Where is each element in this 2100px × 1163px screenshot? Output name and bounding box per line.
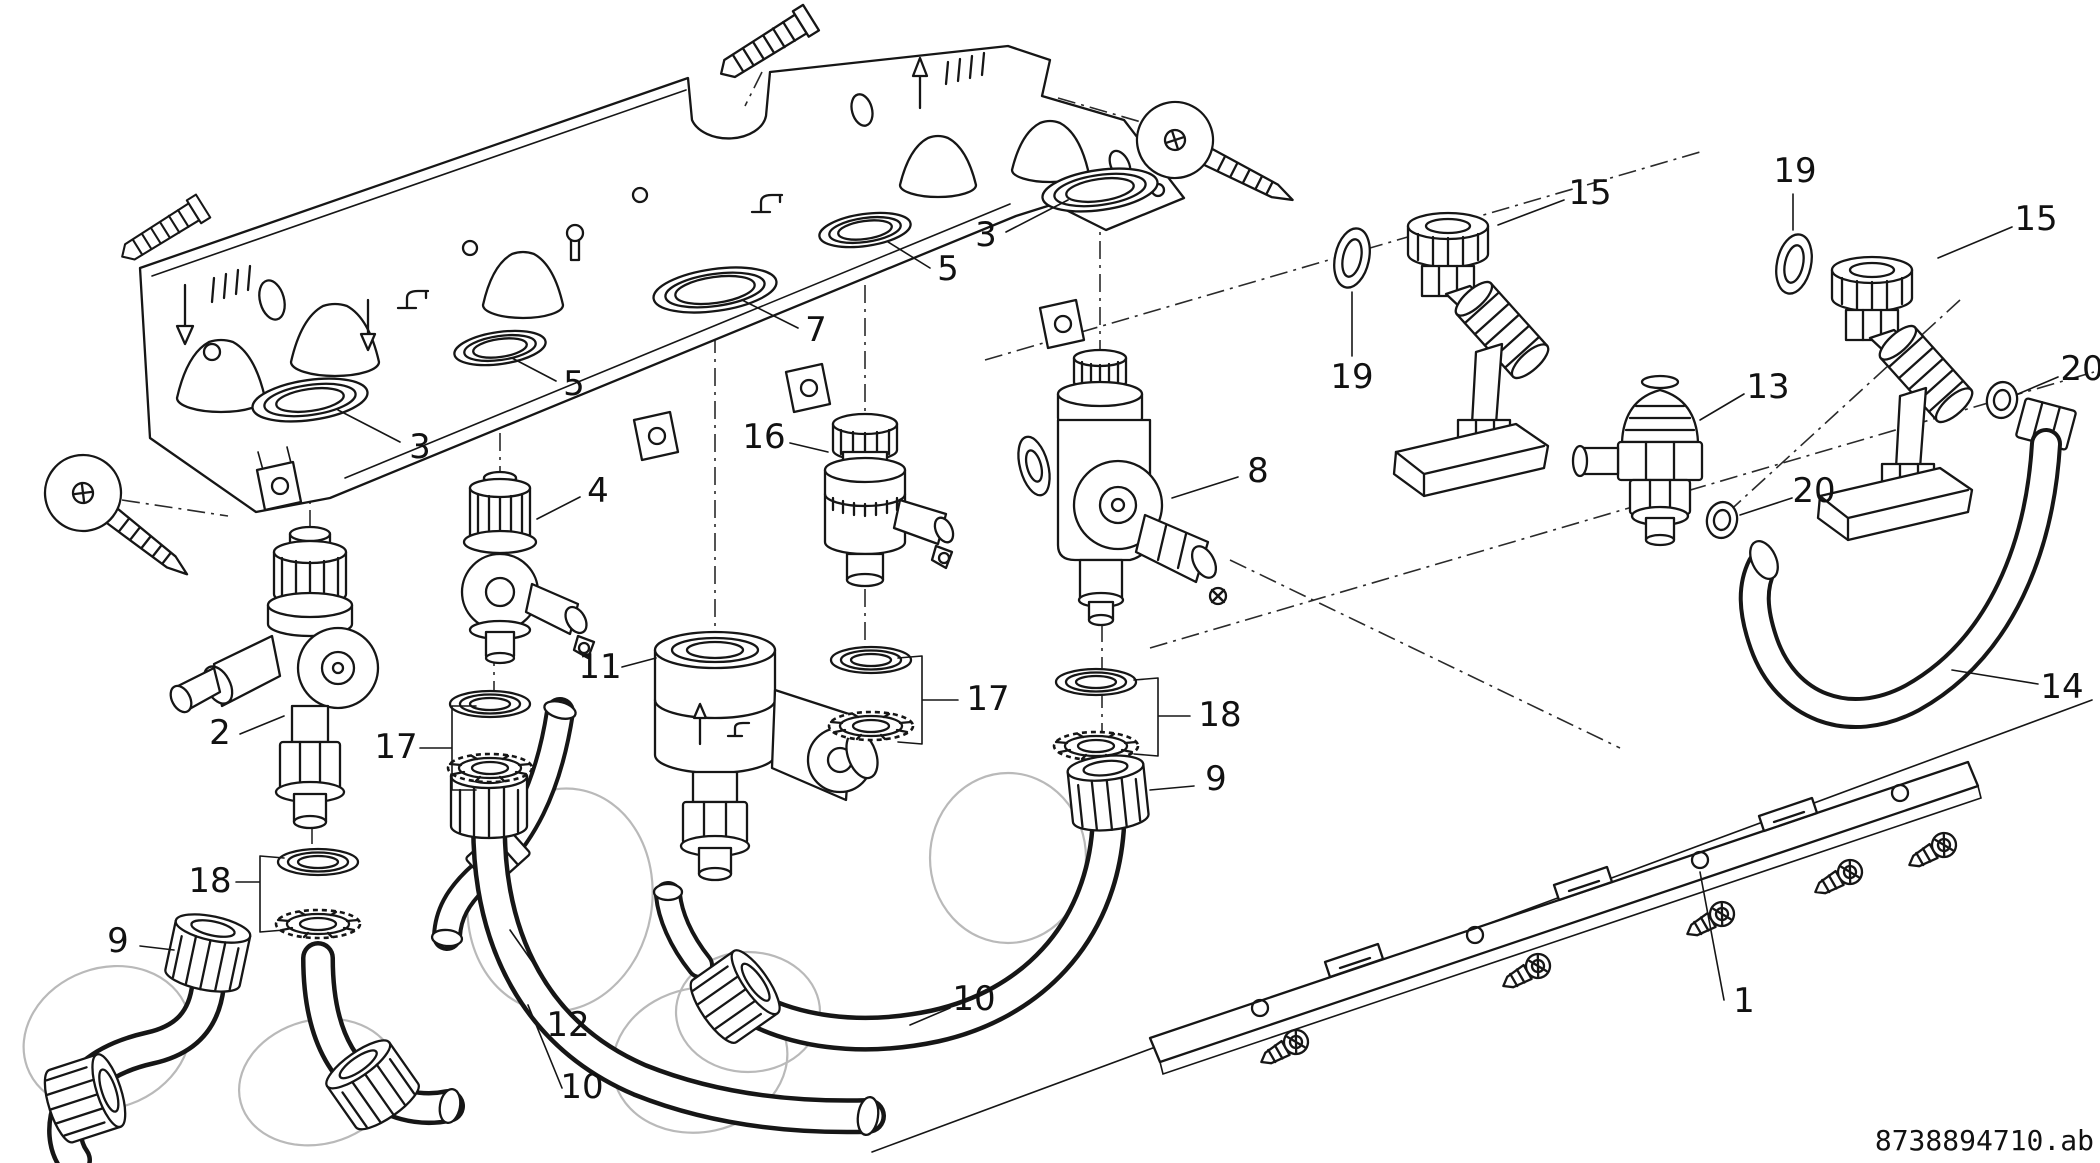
callout-13: 13 bbox=[1746, 367, 1789, 407]
callout-10-right: 10 bbox=[952, 979, 995, 1019]
pipe-10-right bbox=[652, 812, 1126, 1052]
callout-9-left: 9 bbox=[107, 921, 129, 961]
callout-11: 11 bbox=[578, 647, 621, 687]
valve-16 bbox=[823, 412, 955, 588]
boss bbox=[289, 302, 381, 378]
callout-17-center: 17 bbox=[966, 679, 1009, 719]
callout-15-right: 15 bbox=[2014, 199, 2057, 239]
boss bbox=[1010, 119, 1090, 184]
boss bbox=[175, 338, 267, 414]
leader-lines bbox=[139, 193, 2059, 1089]
callout-9-right: 9 bbox=[1205, 759, 1227, 799]
up-arrow-icon bbox=[692, 702, 751, 746]
callout-3-left: 3 bbox=[409, 427, 431, 467]
valve-4 bbox=[460, 470, 596, 665]
up-arrow-icon bbox=[911, 56, 929, 110]
gasket-5-right bbox=[818, 211, 912, 249]
elbow-pipe-bottom-left bbox=[36, 941, 465, 1163]
gasket-5-left bbox=[453, 329, 547, 367]
mounting-rail-1 bbox=[871, 699, 2093, 1153]
callout-20-right: 20 bbox=[2060, 349, 2100, 389]
union-nut-9-left bbox=[161, 907, 254, 999]
callout-19-left: 19 bbox=[1330, 357, 1373, 397]
callout-20-left: 20 bbox=[1792, 471, 1835, 511]
pipe-10-left bbox=[449, 762, 886, 1137]
callout-2: 2 bbox=[209, 713, 231, 753]
callout-8: 8 bbox=[1247, 451, 1269, 491]
down-arrow-icon bbox=[175, 283, 377, 352]
callout-5-left: 5 bbox=[563, 364, 585, 404]
callout-16: 16 bbox=[742, 417, 785, 457]
rail-screw bbox=[1496, 948, 1556, 998]
washer-stack-17-left bbox=[446, 689, 534, 784]
union-nut-9-right bbox=[1065, 751, 1151, 835]
valve-15-left bbox=[1392, 211, 1555, 498]
callout-3-right: 3 bbox=[975, 215, 997, 255]
bracket-tab bbox=[255, 298, 1086, 512]
safety-valve-13 bbox=[1571, 374, 1704, 547]
o-ring-19-right bbox=[1769, 229, 1819, 299]
boss bbox=[898, 134, 978, 199]
tap-icon bbox=[396, 193, 784, 310]
mounting-bracket bbox=[138, 44, 1186, 514]
drawing-number: 8738894710.ab bbox=[1875, 1124, 2094, 1157]
rail-screw bbox=[1808, 854, 1868, 904]
washer-stack-17-center bbox=[827, 645, 915, 742]
washer-stack-18-right bbox=[1052, 667, 1140, 762]
pipe-14 bbox=[1738, 397, 2077, 729]
boss bbox=[481, 250, 565, 320]
callout-7: 7 bbox=[805, 310, 827, 350]
callout-4: 4 bbox=[587, 471, 609, 511]
callout-18-bottom-left: 18 bbox=[188, 861, 231, 901]
callout-10-left: 10 bbox=[560, 1067, 603, 1107]
valve-2 bbox=[169, 525, 380, 830]
callouts: 3 5 7 5 3 4 16 8 15 19 15 19 13 20 20 2 … bbox=[107, 151, 2100, 1107]
washer-20-right bbox=[1982, 378, 2022, 422]
callout-18-right: 18 bbox=[1198, 695, 1241, 735]
rail-screw bbox=[1902, 827, 1962, 877]
valve-15-right bbox=[1816, 255, 1979, 542]
wall-screw-left bbox=[28, 438, 212, 606]
callout-1: 1 bbox=[1733, 981, 1755, 1021]
valve-8 bbox=[1017, 348, 1228, 627]
callout-12: 12 bbox=[546, 1005, 589, 1045]
washer-stack-18-bottom-left bbox=[274, 847, 362, 940]
gasket-3-right bbox=[1041, 167, 1159, 213]
callout-15-left: 15 bbox=[1568, 173, 1611, 213]
o-ring-19-left bbox=[1327, 223, 1377, 293]
callout-17-left: 17 bbox=[374, 727, 417, 767]
callout-19-right: 19 bbox=[1773, 151, 1816, 191]
callout-14: 14 bbox=[2040, 667, 2083, 707]
hatch-marks-icon bbox=[210, 51, 986, 304]
valve-11 bbox=[653, 630, 879, 882]
callout-5-right: 5 bbox=[937, 249, 959, 289]
